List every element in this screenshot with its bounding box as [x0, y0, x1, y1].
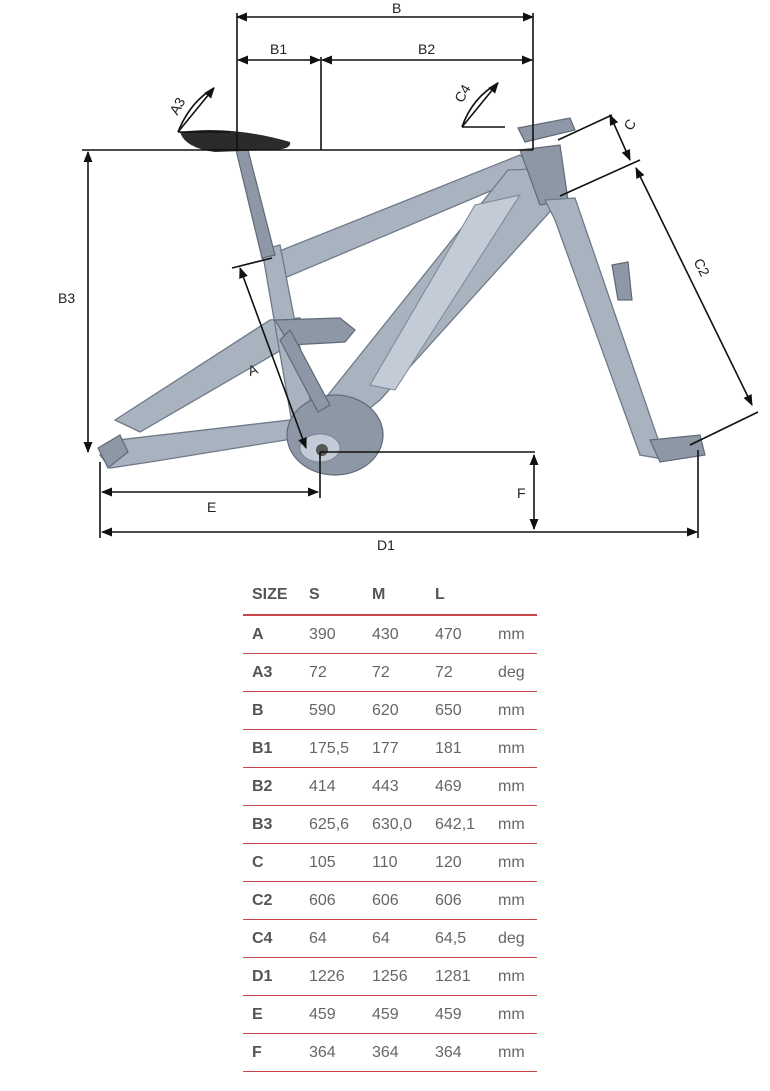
row-label: B [243, 691, 300, 730]
value-cell: 64 [300, 919, 363, 958]
row-label: C4 [243, 919, 300, 958]
value-cell: 64,5 [426, 919, 489, 958]
label-E: E [207, 499, 216, 515]
value-cell: 64 [363, 919, 426, 958]
value-cell: 177 [363, 729, 426, 768]
row-label: B3 [243, 805, 300, 844]
geometry-diagram: B B1 B2 B3 A A3 C C2 C4 D1 E F [58, 0, 759, 553]
header-m: M [363, 576, 426, 616]
value-cell: 110 [363, 843, 426, 882]
value-cell: 590 [300, 691, 363, 730]
row-label: A [243, 615, 300, 654]
value-cell: 72 [363, 653, 426, 692]
unit-cell: mm [489, 1033, 537, 1072]
value-cell: 181 [426, 729, 489, 768]
row-label: D1 [243, 957, 300, 996]
value-cell: 459 [300, 995, 363, 1034]
value-cell: 620 [363, 691, 426, 730]
row-label: E [243, 995, 300, 1034]
row-label: F [243, 1033, 300, 1072]
value-cell: 459 [426, 995, 489, 1034]
value-cell: 469 [426, 767, 489, 806]
value-cell: 625,6 [300, 805, 363, 844]
header-size: SIZE [243, 576, 300, 616]
header-l: L [426, 576, 489, 616]
value-cell: 364 [300, 1033, 363, 1072]
value-cell: 606 [426, 881, 489, 920]
row-label: A3 [243, 653, 300, 692]
row-label: C [243, 843, 300, 882]
dimension-lines [82, 12, 759, 538]
value-cell: 470 [426, 615, 489, 654]
header-unit [489, 576, 537, 616]
unit-cell: mm [489, 843, 537, 882]
label-B1: B1 [270, 41, 287, 57]
value-cell: 1226 [300, 957, 363, 996]
unit-cell: deg [489, 653, 537, 692]
unit-cell: mm [489, 615, 537, 654]
label-B3: B3 [58, 290, 75, 306]
label-A3: A3 [166, 94, 189, 117]
value-cell: 1256 [363, 957, 426, 996]
label-C4: C4 [451, 81, 474, 105]
unit-cell: mm [489, 729, 537, 768]
label-B2: B2 [418, 41, 435, 57]
value-cell: 72 [300, 653, 363, 692]
row-label: C2 [243, 881, 300, 920]
value-cell: 72 [426, 653, 489, 692]
value-cell: 364 [363, 1033, 426, 1072]
dimension-labels: B B1 B2 B3 A A3 C C2 C4 D1 E F [58, 0, 713, 553]
value-cell: 414 [300, 767, 363, 806]
unit-cell: deg [489, 919, 537, 958]
value-cell: 430 [363, 615, 426, 654]
table-header-row: SIZE S M L [243, 576, 537, 616]
unit-cell: mm [489, 881, 537, 920]
header-s: S [300, 576, 363, 616]
unit-cell: mm [489, 805, 537, 844]
unit-cell: mm [489, 691, 537, 730]
value-cell: 606 [300, 881, 363, 920]
value-cell: 105 [300, 843, 363, 882]
value-cell: 650 [426, 691, 489, 730]
unit-cell: mm [489, 995, 537, 1034]
label-C2: C2 [691, 256, 713, 279]
row-label: B1 [243, 729, 300, 768]
value-cell: 443 [363, 767, 426, 806]
value-cell: 459 [363, 995, 426, 1034]
value-cell: 120 [426, 843, 489, 882]
label-C: C [620, 116, 639, 133]
value-cell: 606 [363, 881, 426, 920]
value-cell: 1281 [426, 957, 489, 996]
value-cell: 630,0 [363, 805, 426, 844]
unit-cell: mm [489, 957, 537, 996]
value-cell: 364 [426, 1033, 489, 1072]
label-B: B [392, 0, 401, 16]
label-D1: D1 [377, 537, 395, 553]
row-label: B2 [243, 767, 300, 806]
value-cell: 642,1 [426, 805, 489, 844]
value-cell: 390 [300, 615, 363, 654]
unit-cell: mm [489, 767, 537, 806]
value-cell: 175,5 [300, 729, 363, 768]
label-F: F [517, 485, 526, 501]
